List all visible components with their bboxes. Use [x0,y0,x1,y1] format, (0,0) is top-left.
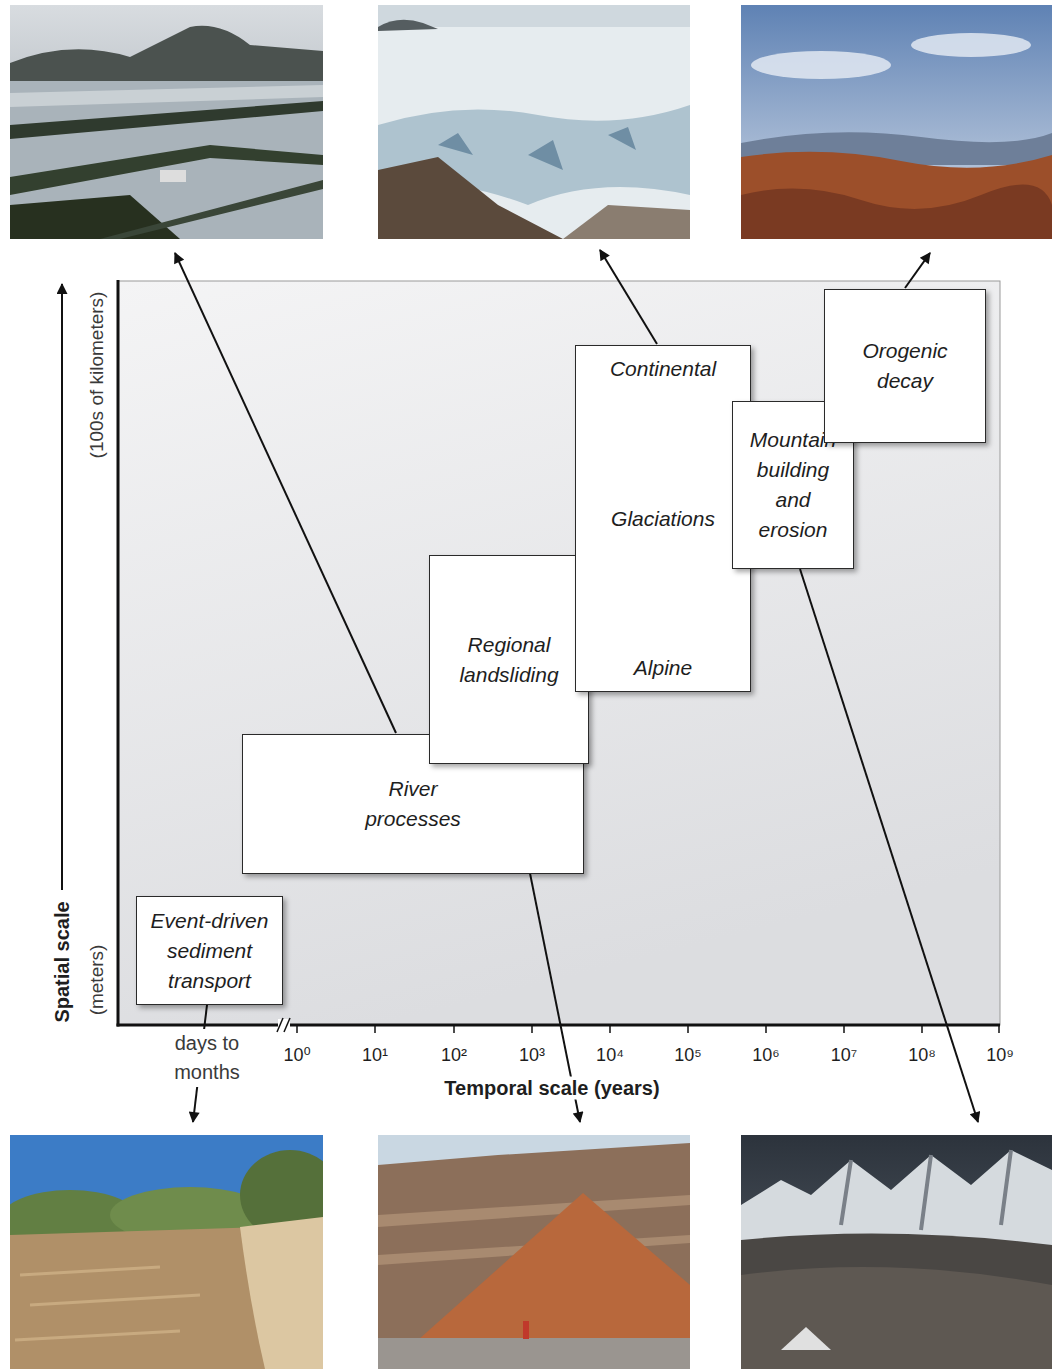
y-axis [117,280,120,1027]
photo-land [10,145,323,195]
photo-water [10,85,323,107]
tick [296,1025,298,1033]
photo-cloud [751,51,891,79]
photo-ice [378,5,690,239]
axis-ticks [297,1025,999,1033]
axis-arrow [61,284,63,890]
tick [531,1025,533,1033]
scale-box: Regional landsliding [429,555,589,764]
photo-person [523,1321,529,1339]
box-label: Orogenic decay [850,336,960,396]
photo-land [10,101,323,139]
photo-slope [418,1193,690,1340]
tick-label: 10² [441,1045,467,1066]
photo-hills [10,26,323,87]
scale-box: Event-driven sediment transport [136,896,283,1005]
x-axis [117,1024,1001,1027]
axis-unit: (100s of kilometers) [86,292,108,459]
tick [921,1025,923,1033]
photo-valley [741,1234,1052,1369]
scale-box: ContinentalGlaciationsAlpine [575,345,751,692]
tick-label: 10⁰ [283,1044,310,1066]
photo-cliff [378,1143,690,1340]
photo-cone [781,1327,831,1350]
tick-label: 10⁸ [908,1045,936,1066]
tick-label: 10⁹ [986,1045,1014,1066]
box-label: Regional landsliding [439,630,579,690]
tick-label: days to months [154,1029,260,1087]
photo-forest [741,152,1052,239]
photo-building [160,170,186,182]
tick-label: 10⁷ [831,1045,858,1066]
box-label: Glaciations [611,504,715,534]
photo-crevasses [438,127,636,170]
tick [453,1025,455,1033]
photo-forest [741,185,1052,239]
glacier-photo [378,5,690,239]
photo-sky [10,5,323,239]
photo-mountain [378,20,438,31]
tick [687,1025,689,1033]
axis-break [284,1018,290,1032]
box-label: Event-driven sediment transport [145,906,274,996]
flood-photo [10,5,323,239]
stream-photo [0,1135,340,1369]
photo-sky [741,5,1052,239]
axis-title: Spatial scale [51,901,74,1022]
photo-sky [741,1135,1052,1369]
tick-label: 10³ [519,1045,545,1066]
axis-unit: (meters) [86,945,108,1016]
plot-area [118,281,1000,1025]
tick-label: 10⁶ [752,1045,779,1066]
mountain-photo [741,1135,1052,1369]
photo-sky [378,1135,690,1369]
tick-label: 10⁴ [596,1045,624,1066]
axis-title: Temporal scale (years) [441,1077,662,1100]
photo-bank [240,1217,323,1369]
photo-ground [378,1338,690,1369]
tick [843,1025,845,1033]
leader-line [905,253,930,288]
photo-water [10,81,323,239]
tick [609,1025,611,1033]
tick [998,1025,1000,1033]
photo-trees [10,195,180,239]
tick [765,1025,767,1033]
tick [374,1025,376,1033]
axis-break-gap [278,1019,290,1031]
photo-cloud [911,33,1031,57]
box-label: Continental [610,354,716,384]
axis-break [277,1018,283,1032]
tick-label: 10¹ [362,1045,388,1066]
photo-sky [378,5,690,27]
forest-photo [741,5,1052,239]
leader-line [175,253,396,733]
landslide-photo [378,1135,690,1369]
photo-land [100,180,323,239]
box-label: River processes [358,774,468,834]
box-label: Alpine [634,653,692,683]
leader-line [600,250,657,344]
photo-rock [378,157,563,239]
scale-box: Orogenic decay [824,289,986,443]
photo-gravel [563,205,690,239]
box-label: Mountain building and erosion [741,425,845,545]
photo-ripples [15,1267,200,1340]
photo-valley [741,1267,1052,1369]
photo-ridges [841,1150,1011,1230]
leader-line [800,569,978,1122]
tick-label: 10⁵ [674,1045,701,1066]
